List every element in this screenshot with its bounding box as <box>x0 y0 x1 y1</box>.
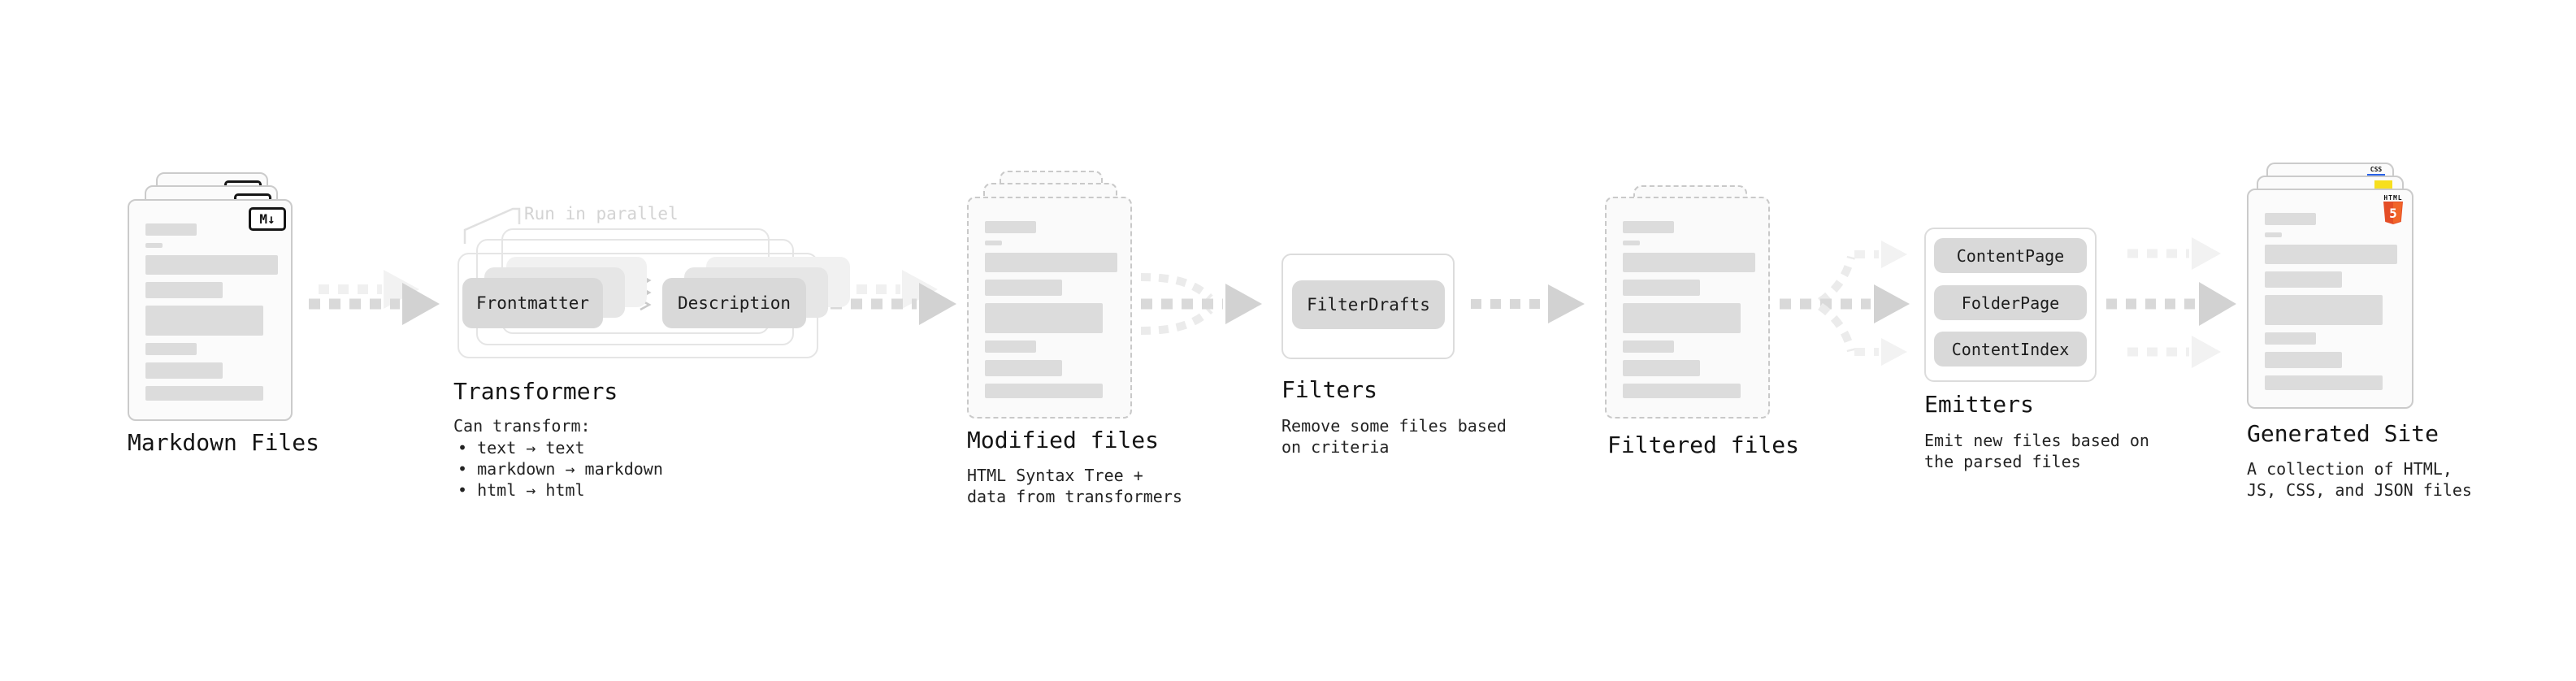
filters-caption-line2: on criteria <box>1281 437 1390 457</box>
folderpage-pill-label: FolderPage <box>1961 293 2060 313</box>
transformers-bullet-1: • text → text <box>458 438 585 458</box>
modified-files-caption-line1: HTML Syntax Tree + <box>967 466 1143 485</box>
markdown-file-card-front: M↓ <box>128 199 293 421</box>
frontmatter-pill: Frontmatter <box>462 278 603 328</box>
modified-file-card-front <box>967 197 1132 419</box>
arrow-emitters-to-site <box>2106 237 2236 368</box>
transformers-title: Transformers <box>453 378 618 405</box>
arrow-modified-to-filters <box>1140 273 1262 335</box>
filters-caption-line1: Remove some files based <box>1281 416 1507 436</box>
emitters-title: Emitters <box>1924 391 2034 418</box>
description-pill: Description <box>662 278 806 328</box>
filterdrafts-pill: FilterDrafts <box>1292 280 1445 329</box>
svg-text:5: 5 <box>2389 206 2397 221</box>
markdown-logo-icon: M↓ <box>249 207 286 231</box>
contentindex-pill: ContentIndex <box>1934 332 2087 367</box>
markdown-logo-text: M↓ <box>259 211 275 227</box>
emitters-caption-line1: Emit new files based on <box>1924 431 2149 450</box>
filtered-file-card-front <box>1605 197 1770 419</box>
frontmatter-pill-label: Frontmatter <box>475 293 590 313</box>
placeholder-content-lines <box>145 223 278 408</box>
transformers-bullet-2: • markdown → markdown <box>458 459 663 479</box>
css-logo-text: CSS <box>2370 166 2383 173</box>
folderpage-pill: FolderPage <box>1934 285 2087 320</box>
contentpage-pill: ContentPage <box>1934 238 2087 273</box>
description-pill-label: Description <box>677 293 791 313</box>
generated-site-caption-line2: JS, CSS, and JSON files <box>2247 480 2472 500</box>
generated-site-title: Generated Site <box>2247 420 2439 447</box>
html5-shield: 5 <box>2383 202 2403 224</box>
transformers-caption: Can transform: <box>453 416 591 436</box>
placeholder-content-lines <box>2265 213 2397 397</box>
arrow-markdown-to-transformers <box>309 270 440 325</box>
run-in-parallel-annotation: Run in parallel <box>524 204 679 223</box>
placeholder-content-lines <box>985 221 1117 406</box>
placeholder-content-lines <box>1623 221 1755 406</box>
html5-logo-icon: HTML 5 <box>2383 194 2404 228</box>
transformers-bullet-3: • html → html <box>458 480 585 500</box>
generated-site-caption-line1: A collection of HTML, <box>2247 459 2452 479</box>
arrow-filtered-to-emitters <box>1780 241 1910 366</box>
markdown-files-title: Markdown Files <box>128 429 320 456</box>
filters-title: Filters <box>1281 376 1378 403</box>
contentpage-pill-label: ContentPage <box>1956 245 2065 266</box>
modified-files-title: Modified files <box>967 427 1160 453</box>
filterdrafts-pill-label: FilterDrafts <box>1307 295 1430 314</box>
emitters-caption-line2: the parsed files <box>1924 452 2081 471</box>
site-file-card-html: HTML 5 <box>2247 189 2413 409</box>
arrow-filters-to-filtered <box>1471 284 1585 323</box>
contentindex-pill-label: ContentIndex <box>1951 339 2070 359</box>
html5-logo-word: HTML <box>2383 194 2403 202</box>
js-logo-icon <box>2374 180 2392 189</box>
modified-files-caption-line2: data from transformers <box>967 487 1182 506</box>
filtered-files-title: Filtered files <box>1607 432 1800 458</box>
